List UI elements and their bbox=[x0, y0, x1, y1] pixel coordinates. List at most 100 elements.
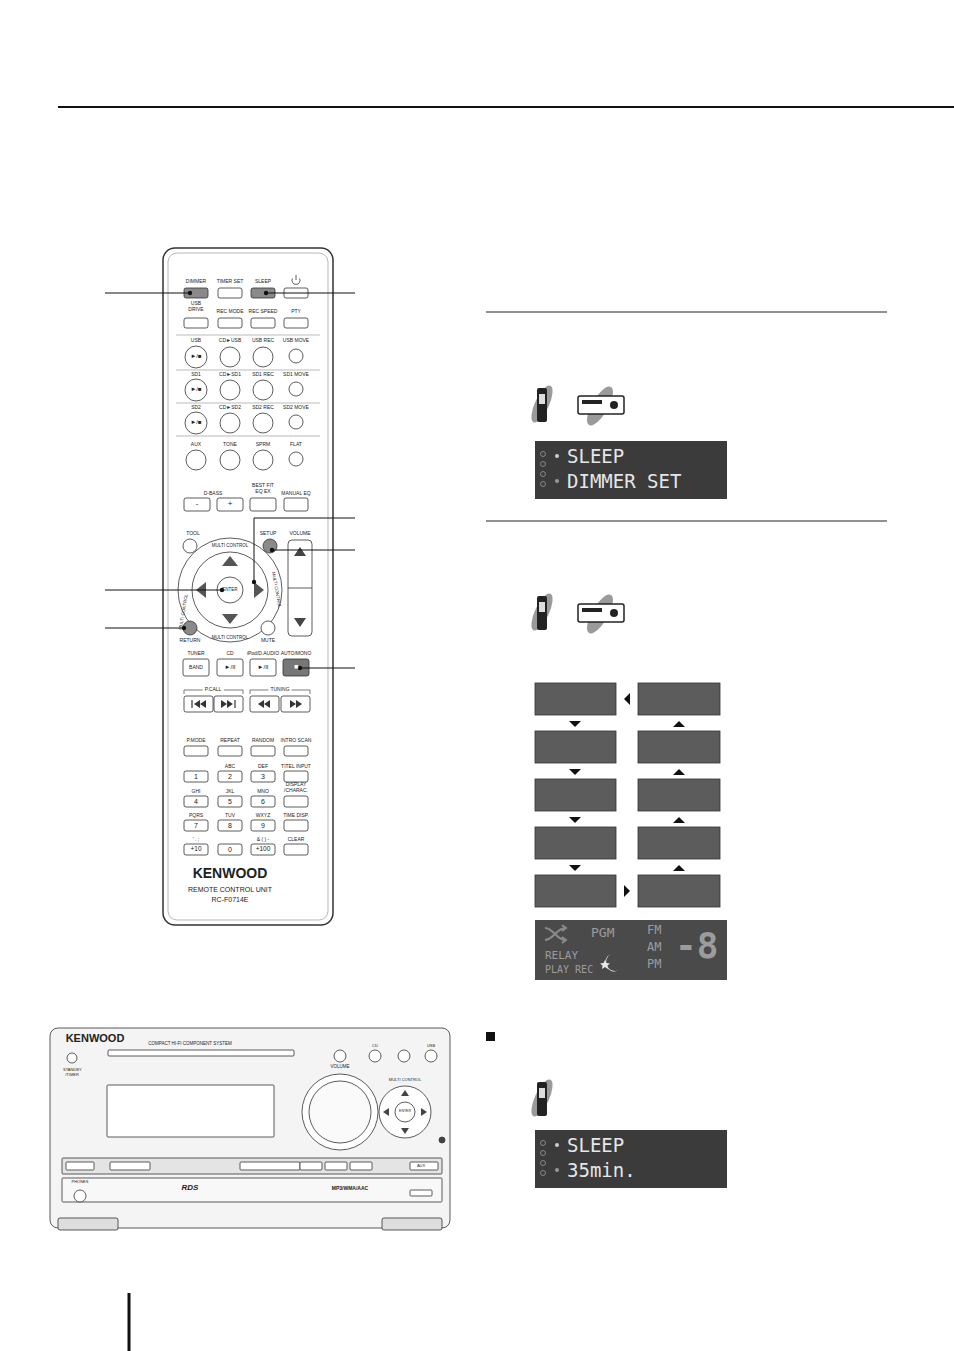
arrow-symbol bbox=[569, 865, 581, 871]
button bbox=[218, 844, 242, 855]
button bbox=[220, 380, 240, 400]
divider bbox=[176, 335, 320, 336]
button bbox=[289, 452, 303, 466]
button-label: ►/■ bbox=[190, 386, 201, 392]
button-label: CD►SD2 bbox=[219, 405, 241, 410]
front-button bbox=[110, 1162, 150, 1170]
button bbox=[217, 498, 243, 511]
indicator-icon bbox=[541, 462, 546, 467]
button-label: AUTO/MONO bbox=[281, 651, 312, 656]
button bbox=[183, 659, 209, 676]
rule bbox=[486, 521, 887, 522]
display-text: -8 bbox=[675, 928, 718, 964]
button-label: DISPLAY /CHARAC. bbox=[282, 782, 310, 794]
front-button bbox=[240, 1162, 300, 1170]
arrow-symbol bbox=[294, 547, 306, 556]
search-symbol bbox=[264, 700, 270, 708]
indicator-icon bbox=[541, 482, 546, 487]
button bbox=[220, 413, 240, 433]
leader-line bbox=[266, 293, 355, 294]
panel-label: AUX bbox=[417, 1164, 425, 1168]
bracket bbox=[243, 690, 244, 694]
button bbox=[253, 380, 273, 400]
leader-line bbox=[254, 518, 355, 582]
button-label: 6 bbox=[261, 798, 265, 805]
button bbox=[184, 771, 208, 782]
arrow-symbol bbox=[673, 769, 685, 775]
button-label: BEST FIT EQ EX bbox=[249, 483, 277, 495]
button bbox=[251, 820, 275, 831]
unit-foot bbox=[58, 1218, 118, 1230]
button bbox=[281, 696, 310, 712]
button bbox=[289, 349, 303, 363]
arrow-symbol bbox=[222, 614, 238, 624]
panel-label: MP3/WMA/AAC bbox=[332, 1186, 368, 1191]
button-label: TUNING bbox=[268, 687, 291, 692]
button-label: SD1 MOVE bbox=[283, 372, 309, 377]
step-box bbox=[535, 683, 616, 715]
button-label: ENTER bbox=[222, 588, 237, 593]
arrow-symbol bbox=[401, 1128, 409, 1134]
button-label: USB MOVE bbox=[283, 338, 309, 343]
power-button bbox=[67, 1053, 77, 1063]
front-button bbox=[300, 1162, 322, 1170]
button-label: - bbox=[196, 500, 199, 508]
bullet bbox=[486, 1032, 495, 1041]
remote-icon bbox=[537, 596, 547, 630]
button-label: DIMMER bbox=[186, 279, 206, 284]
button-label: iPod/D.AUDIO bbox=[247, 651, 279, 656]
arrow-symbol bbox=[294, 618, 306, 627]
button-label: SD2 MOVE bbox=[283, 405, 309, 410]
button-label: TONE bbox=[223, 442, 237, 447]
button bbox=[251, 771, 275, 782]
indicator-icon bbox=[541, 1171, 546, 1176]
button bbox=[251, 318, 275, 328]
remote-icon bbox=[527, 591, 557, 633]
display-text: PLAY REC bbox=[545, 965, 593, 975]
unit-icon bbox=[582, 400, 602, 404]
unit-icon bbox=[578, 396, 624, 414]
remote-icon bbox=[539, 602, 545, 612]
button-label: USB REC bbox=[252, 338, 274, 343]
panel-label: RDS bbox=[182, 1184, 199, 1192]
search-symbol bbox=[290, 700, 296, 708]
skip-symbol bbox=[234, 700, 235, 708]
button bbox=[183, 539, 197, 553]
button-label: 9 bbox=[261, 822, 265, 829]
arrow-symbol bbox=[569, 721, 581, 727]
button bbox=[184, 318, 208, 328]
indicator-icon bbox=[541, 1151, 546, 1156]
panel-label: ENTER bbox=[399, 1110, 411, 1114]
indicator-icon bbox=[541, 472, 546, 477]
button-label: GHI bbox=[192, 789, 201, 794]
step-box bbox=[638, 827, 720, 859]
button-label: REPEAT bbox=[220, 738, 240, 743]
step-box bbox=[638, 779, 720, 811]
button-label: DEF bbox=[258, 764, 268, 769]
display-text: PM bbox=[647, 958, 661, 970]
button bbox=[218, 771, 242, 782]
lcd-display: SLEEP35min. bbox=[535, 1130, 727, 1188]
button-label: MULTI CONTROL bbox=[271, 572, 282, 609]
display-text: DIMMER SET bbox=[567, 472, 681, 491]
leader-line bbox=[300, 668, 355, 669]
button bbox=[251, 796, 275, 807]
display-text: FM bbox=[647, 924, 661, 936]
button bbox=[284, 844, 308, 855]
button bbox=[251, 844, 275, 855]
remote-icon bbox=[527, 1077, 557, 1119]
moon-icon bbox=[605, 954, 619, 971]
indicator-icon bbox=[541, 1141, 546, 1146]
button-label: TOOL bbox=[186, 531, 200, 536]
remote-buttons bbox=[176, 275, 320, 855]
button bbox=[185, 346, 207, 368]
button-label: SD1 REC bbox=[252, 372, 274, 377]
button bbox=[284, 498, 308, 511]
front-button bbox=[369, 1050, 381, 1062]
panel-label: MULTI CONTROL bbox=[389, 1078, 421, 1082]
rule bbox=[486, 312, 887, 313]
arrow-symbol bbox=[624, 693, 630, 705]
unit-icon bbox=[610, 401, 618, 409]
indicator-icon bbox=[541, 1161, 546, 1166]
